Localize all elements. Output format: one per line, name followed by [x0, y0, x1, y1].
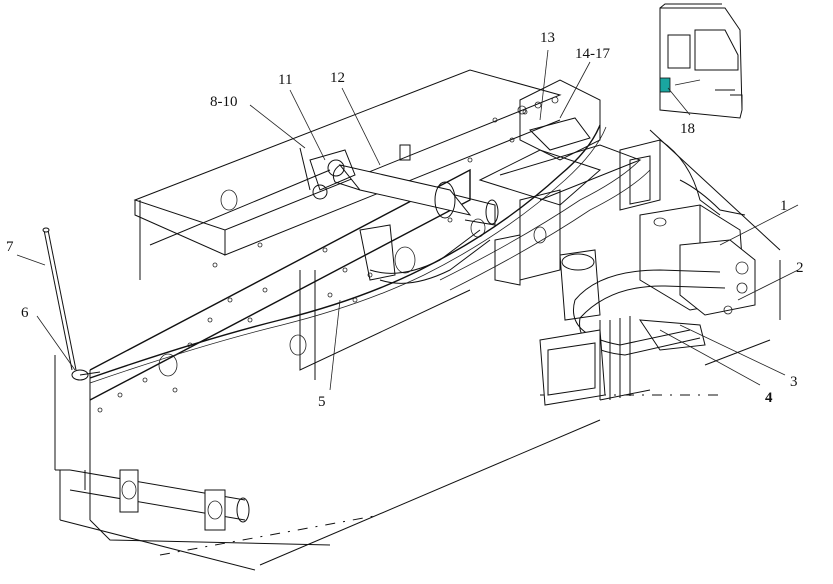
label-11: 11 [278, 72, 292, 88]
label-2: 2 [796, 260, 804, 276]
leader-13 [539, 49, 549, 121]
pump-assembly [539, 139, 756, 406]
label-7: 7 [6, 239, 14, 255]
part-labels: 1 2 3 4 5 6 7 8-10 11 12 13 14-17 18 [6, 30, 804, 410]
label-12: 12 [330, 70, 345, 86]
label-8-10: 8-10 [210, 94, 238, 110]
leader-6 [36, 315, 76, 371]
label-5: 5 [318, 394, 326, 410]
label-6: 6 [21, 305, 29, 321]
hydraulic-lines [89, 124, 651, 384]
leader-11 [289, 89, 326, 161]
label-18: 18 [680, 121, 695, 137]
leader-4 [659, 329, 761, 386]
manual-lever [42, 227, 101, 381]
leader-8-10 [249, 104, 306, 149]
leader-12 [341, 87, 381, 166]
leader-5 [329, 299, 341, 391]
label-14-17: 14-17 [575, 46, 610, 62]
leader-7 [16, 254, 46, 266]
leader-18 [667, 87, 691, 116]
leader-1 [719, 204, 799, 246]
cab-inset [659, 3, 743, 119]
cross-member [69, 469, 250, 531]
label-13: 13 [540, 30, 555, 46]
frame-rail [59, 69, 562, 546]
tilt-cylinder [299, 147, 499, 226]
leader-2 [737, 269, 799, 301]
label-3: 3 [790, 374, 798, 390]
leader-14-17 [559, 61, 591, 119]
cab-highlight-marker [659, 77, 671, 93]
label-1: 1 [780, 198, 788, 214]
label-4: 4 [765, 390, 773, 406]
leader-3 [679, 324, 786, 376]
leader-lines [16, 49, 799, 391]
